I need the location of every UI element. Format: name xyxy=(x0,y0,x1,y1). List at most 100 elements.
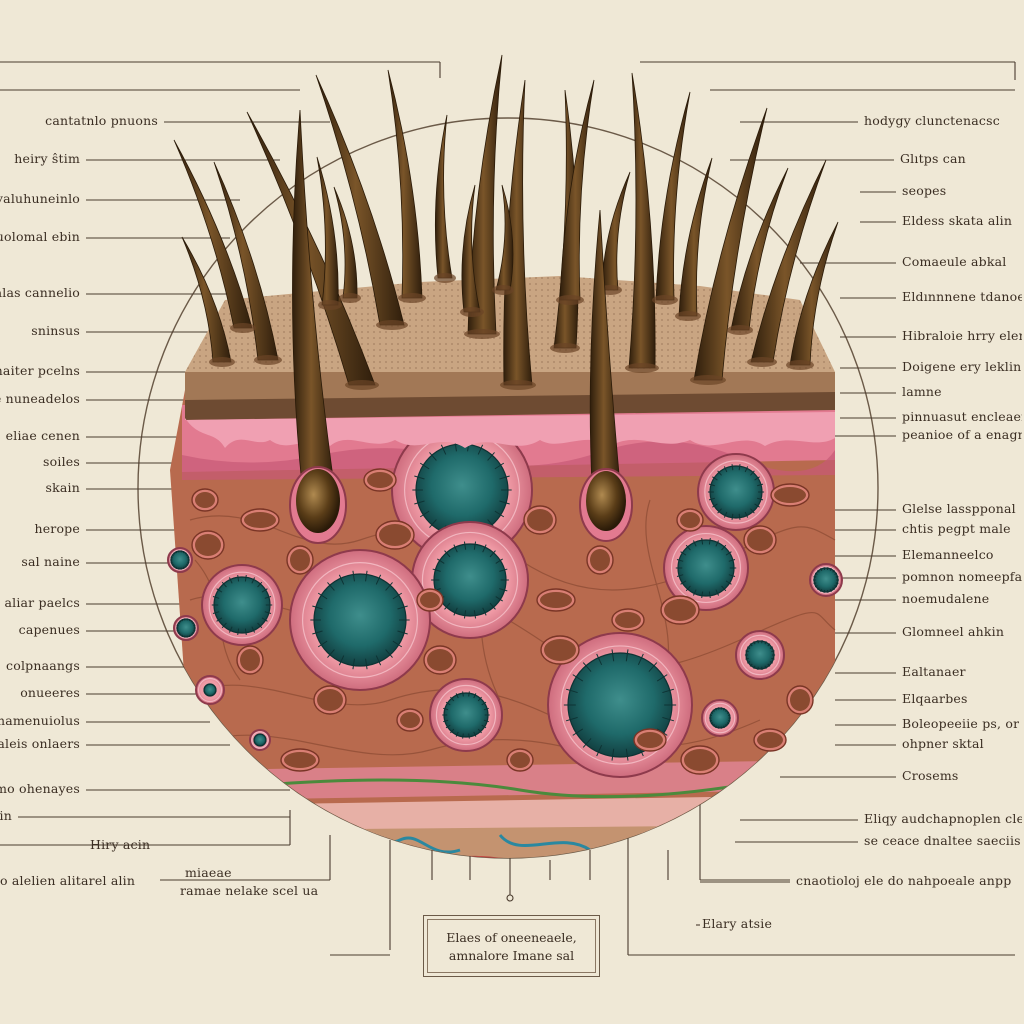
callout-label-left: capenues xyxy=(18,622,80,637)
vessel-lumen xyxy=(191,488,219,512)
vessel-lumen xyxy=(363,468,397,492)
callout-label-left: e nuneadelos xyxy=(0,391,80,406)
callout-label-left: heiry ŝtim xyxy=(14,151,80,166)
vessel-lumen xyxy=(680,745,720,775)
cell xyxy=(701,699,739,737)
callout-label-left: sninsus xyxy=(31,323,80,338)
callout-label-right: Crosems xyxy=(902,769,959,783)
cell xyxy=(173,615,199,641)
callout-label-left: soiles xyxy=(43,454,80,469)
cell xyxy=(809,563,843,597)
hair-shaft xyxy=(213,161,282,365)
callout-label-left: eliae cenen xyxy=(5,428,80,443)
callout-label-left: cnamenuiolus xyxy=(0,713,80,728)
callout-label-right: Eliqy audchapnoplen cle xyxy=(864,812,1022,826)
hair-shaft xyxy=(625,72,659,373)
callout-label-right: Elary atsie xyxy=(702,917,773,931)
callout-label-right: se ceace dnaltee saeciis ceeci xyxy=(864,834,1022,848)
hair-shaft xyxy=(460,184,484,317)
callout-label-right: Elemanneelco xyxy=(902,548,994,562)
callout-label-left: alas cannelio xyxy=(0,285,80,300)
cell xyxy=(249,729,271,751)
hair-shaft xyxy=(556,79,595,305)
callout-label-right: Glelse lasspponal xyxy=(902,502,1016,516)
callout-label-right: noemudalene xyxy=(902,592,990,606)
callout-label-right: Doigene ery leklinoe xyxy=(902,360,1022,374)
callout-label-right: pomnon nomeepfalle xyxy=(902,570,1022,584)
vessel-lumen xyxy=(753,728,787,752)
callout-label-right: Boleopeeiie ps, or xyxy=(902,717,1020,731)
vessel-lumen xyxy=(240,508,280,532)
hair-shaft xyxy=(492,184,514,295)
vessel-lumen xyxy=(523,505,557,535)
callout-label-right: Eldınnnene tdanoeds xyxy=(902,290,1022,304)
hair-shaft xyxy=(727,167,789,335)
caption-plate: Elaes of oneeneaele, amnalore Imane sal xyxy=(423,915,600,977)
callout-label-right: seopes xyxy=(902,184,947,198)
vessel-lumen xyxy=(540,635,580,665)
cell xyxy=(201,564,283,646)
callout-label-left: nmo ohenayes xyxy=(0,781,80,796)
vessel-lumen xyxy=(633,728,667,752)
hair-shaft xyxy=(316,156,342,310)
cell xyxy=(195,675,225,705)
cell xyxy=(697,453,775,531)
callout-label-right: cnaotioloj ele do nahpoeale anpp xyxy=(796,874,1012,888)
cell xyxy=(411,521,529,639)
hair-shaft xyxy=(387,69,426,303)
hair-shaft xyxy=(652,91,691,305)
cell xyxy=(429,678,503,752)
callout-label-right: hodygy clunctenacsc xyxy=(864,114,1000,128)
caption-line-2: amnalore Imane sal xyxy=(448,948,575,963)
hair-shaft xyxy=(173,139,256,333)
cell xyxy=(663,525,749,611)
callout-label-bottom: ramae nelake scel ua xyxy=(180,883,319,898)
cell xyxy=(735,630,785,680)
hair-shafts xyxy=(173,54,839,544)
vessel-lumen xyxy=(770,483,810,507)
leader-dot xyxy=(506,894,514,902)
vessel-lumen xyxy=(396,708,424,732)
callout-label-left: uolomal ebin xyxy=(0,229,80,244)
vessel-lumen xyxy=(416,588,444,612)
vessel-lumen xyxy=(506,748,534,772)
callout-label-right: Comaeule abkal xyxy=(902,255,1007,269)
vessel-lumen xyxy=(375,520,415,550)
vessel-lumen xyxy=(286,545,314,575)
cell xyxy=(167,547,193,573)
hair-shaft xyxy=(675,157,713,321)
cell-cluster xyxy=(167,419,843,778)
callout-label-right: Eldess skata alin xyxy=(902,214,1013,228)
cell xyxy=(289,549,431,691)
callout-label-left: skain xyxy=(45,480,80,495)
callout-label-right: chtis pegpt male xyxy=(902,522,1011,536)
callout-label-left: ain xyxy=(0,808,12,823)
vessel-lumen xyxy=(660,595,700,625)
vessel-lumen xyxy=(611,608,645,632)
callout-label-bottom: miaeae xyxy=(185,865,232,880)
vessel-lumen xyxy=(280,748,320,772)
callout-label-right: Ealtanaer xyxy=(902,665,966,679)
hair-shaft xyxy=(315,74,408,330)
callout-label-left: sal naine xyxy=(21,554,80,569)
callout-label-right: Glıtps can xyxy=(900,152,966,166)
callout-label-left: aliar paelcs xyxy=(4,595,80,610)
hair-shaft xyxy=(434,114,456,283)
callout-label-left: colpnaangs xyxy=(6,658,80,673)
hair-shaft xyxy=(690,107,768,385)
callout-label-bottom: o alelien alitarel alin xyxy=(0,873,136,888)
vessel-lumen xyxy=(191,530,225,560)
vessel-lumen xyxy=(536,588,576,612)
callout-label-left: syaluhuneinlo xyxy=(0,191,80,206)
callout-label-left: maiter pcelns xyxy=(0,363,80,378)
hair-shaft xyxy=(464,54,503,339)
callout-label-left: herope xyxy=(34,521,80,536)
hair-follicle xyxy=(579,209,633,542)
callout-label-right: peanioe of a enagne xyxy=(902,428,1022,442)
callout-label-right: ohpner sktal xyxy=(902,737,984,751)
callout-label-right: Hibraloie hrry elenn xyxy=(902,329,1022,343)
callout-label-right: lamne xyxy=(902,385,942,399)
hair-shaft xyxy=(181,236,235,367)
hair-shaft xyxy=(333,186,361,303)
